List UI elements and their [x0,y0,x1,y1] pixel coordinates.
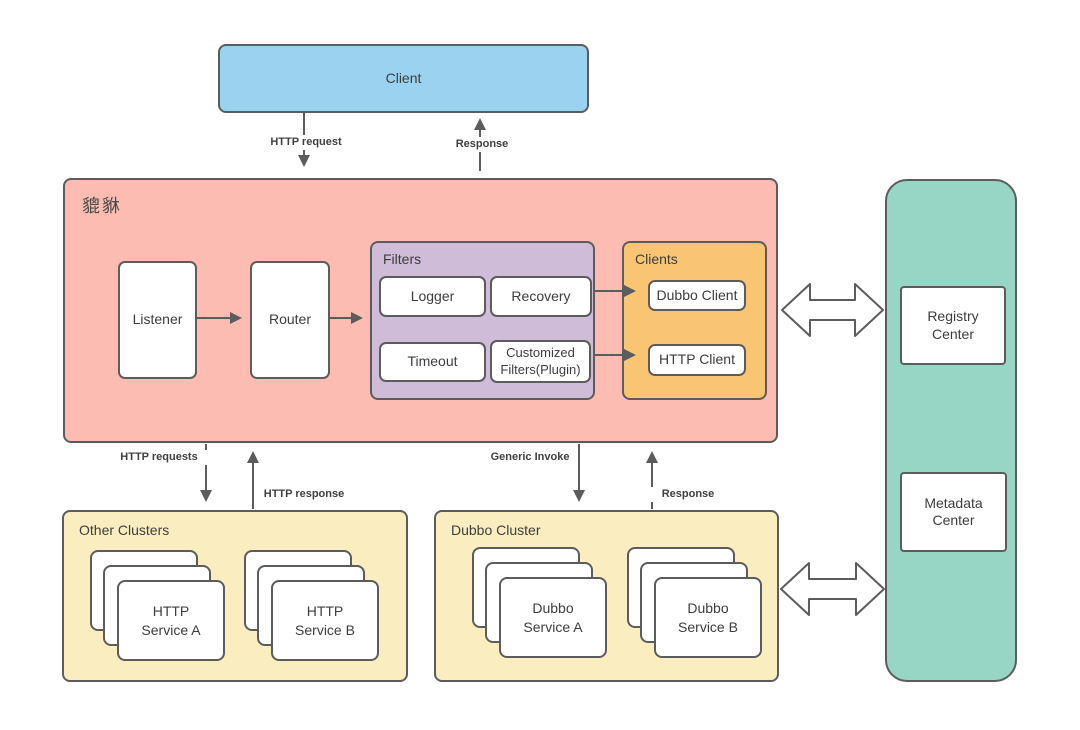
clients-group: Clients Dubbo Client HTTP Client [622,241,767,400]
registry-center-node: Registry Center [900,286,1006,365]
listener-label: Listener [132,311,183,328]
filter-recovery-node: Recovery [490,276,592,317]
http-service-b-node: HTTP Service B [271,580,379,661]
registry-center-label: Registry Center [927,308,979,342]
edge-label-generic-invoke: Generic Invoke [482,450,578,466]
dubbo-service-a-label: Dubbo Service A [523,600,583,635]
pixiu-container: 貔貅 Listener Router Filters Logger Recove… [63,178,778,443]
dubbo-service-b-label: Dubbo Service B [678,600,738,635]
pixiu-title: 貔貅 [82,196,122,216]
http-service-b-stack: HTTP Service B [244,550,379,661]
metadata-center-label: Metadata Center [924,494,983,529]
pixiu-registry-double-arrow [781,283,884,337]
filters-title: Filters [383,251,422,267]
edge-label-response-bottom: Response [650,487,726,503]
clients-title: Clients [635,251,678,267]
filter-logger-node: Logger [379,276,486,317]
client-label: Client [385,69,422,86]
registry-panel: Registry Center Metadata Center [885,179,1017,682]
edge-label-response-top: Response [445,137,519,153]
dubbo-cluster-group: Dubbo Cluster Dubbo Service A Dubbo Serv… [434,510,779,682]
dubbo-service-a-node: Dubbo Service A [499,577,607,658]
http-service-a-node: HTTP Service A [117,580,225,661]
filters-group: Filters Logger Recovery Timeout Customiz… [370,241,595,400]
listener-node: Listener [118,261,197,379]
other-clusters-group: Other Clusters HTTP Service A HTTP Servi… [62,510,408,682]
http-service-a-label: HTTP Service A [141,603,201,638]
filter-customized-label: Customized Filters(Plugin) [500,345,581,377]
http-service-b-label: HTTP Service B [295,603,355,638]
metadata-center-node: Metadata Center [900,472,1007,552]
dubbo-client-node: Dubbo Client [648,280,746,311]
filter-customized-node: Customized Filters(Plugin) [490,340,591,383]
router-node: Router [250,261,330,379]
dubbo-service-b-node: Dubbo Service B [654,577,762,658]
cluster-registry-double-arrow [780,562,885,616]
client-node: Client [218,44,589,113]
edge-label-http-response: HTTP response [256,487,352,503]
filter-timeout-node: Timeout [379,342,486,382]
dubbo-service-b-stack: Dubbo Service B [627,547,762,658]
http-service-a-stack: HTTP Service A [90,550,225,661]
dubbo-cluster-title: Dubbo Cluster [451,522,541,538]
edge-label-http-requests: HTTP requests [110,450,208,466]
http-client-node: HTTP Client [648,344,746,376]
dubbo-service-a-stack: Dubbo Service A [472,547,607,658]
router-label: Router [268,311,312,328]
other-clusters-title: Other Clusters [79,522,170,538]
edge-label-http-request: HTTP request [259,135,353,151]
